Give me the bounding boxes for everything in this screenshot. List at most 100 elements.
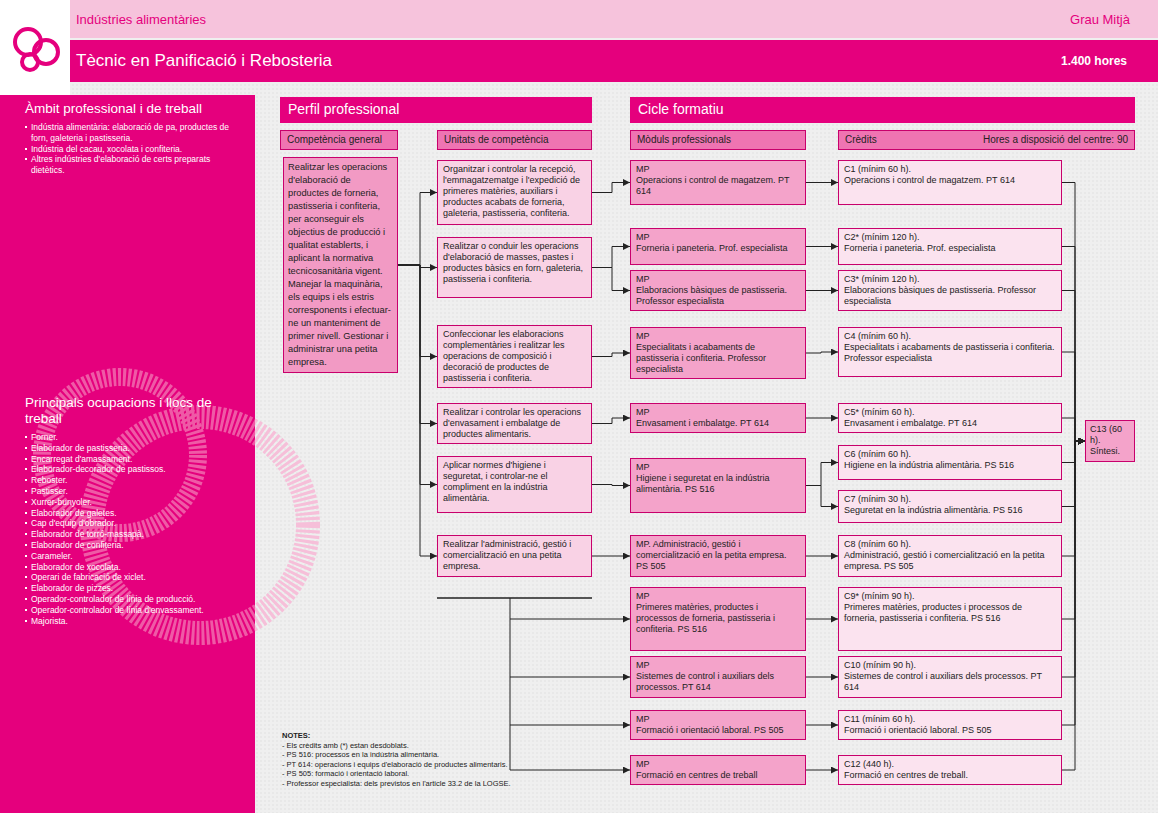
credit-box: C11 (mínim 60 h).Formació i orientació l…: [838, 710, 1062, 740]
box-text: Formació en centres de treball.: [844, 770, 1056, 781]
box-heading: MP: [636, 164, 800, 175]
box-text: Sistemes de control i auxiliars dels pro…: [636, 671, 800, 693]
box-text: Elaboracions bàsiques de pastisseria. Pr…: [636, 285, 800, 307]
list-item: Carameler.: [26, 551, 245, 562]
box-text: Especialitats i acabaments de pastisseri…: [844, 342, 1056, 364]
logo-ground: [0, 0, 70, 95]
connector: [806, 556, 838, 557]
branch-line: [437, 597, 592, 599]
box-text: Operacions i control de magatzem. PT 614: [844, 175, 1056, 186]
box-heading: C12 (440 h).: [844, 759, 1056, 770]
box-heading: C1 (mínim 60 h).: [844, 164, 1056, 175]
box-heading: C8 (mínim 60 h).: [844, 539, 1056, 550]
list-item: Elaborador de confiteria.: [26, 540, 245, 551]
unit-box: Organitzar i controlar la recepció, l'em…: [437, 160, 592, 225]
box-heading: MP: [636, 714, 800, 725]
box-text: Perfil professional: [288, 101, 584, 117]
box-text: MP. Administració, gestió i comercialitz…: [636, 539, 800, 572]
note-text: - Professor especialista: dels previstos…: [282, 779, 511, 789]
branch-arrow: [510, 677, 630, 678]
title-band: Tècnic en Panificació i Rebosteria 1.400 …: [70, 40, 1158, 82]
unit-box: Confeccionar les elaboracions complement…: [437, 325, 592, 388]
connector: [1062, 441, 1085, 677]
connector: [806, 182, 838, 183]
connector: [1062, 441, 1085, 770]
box-text: Realitzar les operacions d'elaboració de…: [288, 161, 393, 369]
branch-arrow: [510, 770, 630, 771]
box-text: Indústries alimentàries: [76, 12, 206, 27]
connector: [806, 677, 838, 678]
connector: [1062, 352, 1085, 441]
note-text: - PS 516: processos en la indústria alim…: [282, 750, 511, 760]
module-box: MPSistemes de control i auxiliars dels p…: [630, 656, 806, 698]
credit-box: C5* (mínim 60 h).Envasament i embalatge.…: [838, 403, 1062, 433]
connector: [592, 268, 630, 291]
box-text: Mòduls professionals: [637, 134, 731, 146]
box-text: Higiene i seguretat en la indústria alim…: [636, 473, 800, 495]
box-text: Aplicar normes d'higiene i seguretat, i …: [443, 460, 586, 504]
page-title: Tècnic en Panificació i Rebosteria: [76, 51, 332, 71]
box-text: Síntesi.: [1090, 446, 1130, 457]
box-text: Especialitats i acabaments de pastisseri…: [636, 342, 800, 375]
box-text: Elaboracions bàsiques de pastisseria. Pr…: [844, 285, 1056, 307]
connector: [1062, 441, 1085, 556]
module-box: MPElaboracions bàsiques de pastisseria. …: [630, 270, 806, 311]
list-item: Elaborador de galetes.: [26, 508, 245, 519]
connector: [592, 247, 630, 268]
notes: NOTES:- Els crèdits amb (*) estan desdob…: [282, 731, 511, 789]
list-item: Operari de fabricació de xiclet.: [26, 572, 245, 583]
box-text: Primeres matèries, productes i processos…: [636, 602, 800, 635]
box-text: Crèdits: [845, 134, 877, 146]
box-text: Seguretat en la indústria alimentària. P…: [844, 505, 1056, 516]
box-text: Envasament i embalatge. PT 614: [844, 418, 1056, 429]
branch-line: [437, 598, 630, 770]
connector: [398, 193, 437, 266]
connector: [806, 725, 838, 726]
module-box: MPFormació en centres de treball: [630, 755, 806, 785]
module-box: MPOperacions i control de magatzem. PT 6…: [630, 160, 806, 205]
connector: [806, 418, 838, 419]
box-text: Hores a disposició del centre: 90: [983, 134, 1128, 146]
connector: [592, 556, 630, 557]
note-text: - PT 614: operacions i equips d'elaborac…: [282, 760, 511, 770]
box-text: 1.400 hores: [1061, 54, 1127, 68]
box-text: Forneria i paneteria. Prof. especialista: [636, 243, 800, 254]
box-text: C13 (60 h).: [1090, 424, 1130, 446]
box-text: Formació i orientació laboral. PS 505: [636, 725, 800, 736]
list-item: Operador-controlador de línia d'envassam…: [26, 605, 245, 616]
module-box: MPEnvasament i embalatge. PT 614: [630, 403, 806, 433]
list-item: Pastisser.: [26, 486, 245, 497]
list-item: Majorista.: [26, 616, 245, 627]
box-text: Administració, gestió i comercialització…: [844, 550, 1056, 572]
unit-box: Aplicar normes d'higiene i seguretat, i …: [437, 456, 592, 513]
connector: [806, 770, 838, 771]
credit-box: C12 (440 h).Formació en centres de treba…: [838, 755, 1062, 785]
list-item: Reboster.: [26, 475, 245, 486]
unit-box: Realitzar i controlar les operacions d'e…: [437, 403, 592, 444]
box-text: Realitzar l'administració, gestió i come…: [443, 539, 586, 572]
column-header: Crèdits Hores a disposició del centre: 90: [838, 130, 1135, 150]
list-item: Xurrer-bunyoler.: [26, 497, 245, 508]
connector: [1062, 247, 1085, 442]
box-heading: C7 (mínim 30 h).: [844, 494, 1056, 505]
credit-box: C8 (mínim 60 h).Administració, gestió i …: [838, 535, 1062, 577]
connector: [1062, 441, 1085, 619]
credit-box: C10 (mínim 90 h).Sistemes de control i a…: [838, 656, 1062, 698]
box-text: Formació en centres de treball: [636, 770, 800, 781]
box-text: Primeres matèries, productes i processos…: [844, 602, 1056, 624]
note-text: - Els crèdits amb (*) estan desdoblats.: [282, 741, 511, 751]
list-item: Elaborador-decorador de pastissos.: [26, 464, 245, 475]
box-heading: C9* (mínim 90 h).: [844, 591, 1056, 602]
credit-box: C6 (mínim 60 h).Higiene en la indústria …: [838, 445, 1062, 480]
connector: [806, 619, 838, 620]
box-text: Unitats de competència: [444, 134, 549, 146]
column-header: Unitats de competència: [437, 130, 592, 150]
connector: [1062, 441, 1085, 507]
box-text: Sistemes de control i auxiliars dels pro…: [844, 671, 1056, 693]
list-item: Elaborador de xocolata.: [26, 562, 245, 573]
branch-line: [510, 598, 511, 770]
credit-box: C9* (mínim 90 h).Primeres matèries, prod…: [838, 587, 1062, 651]
connector: [806, 352, 838, 353]
box-heading: C3* (mínim 120 h).: [844, 274, 1056, 285]
